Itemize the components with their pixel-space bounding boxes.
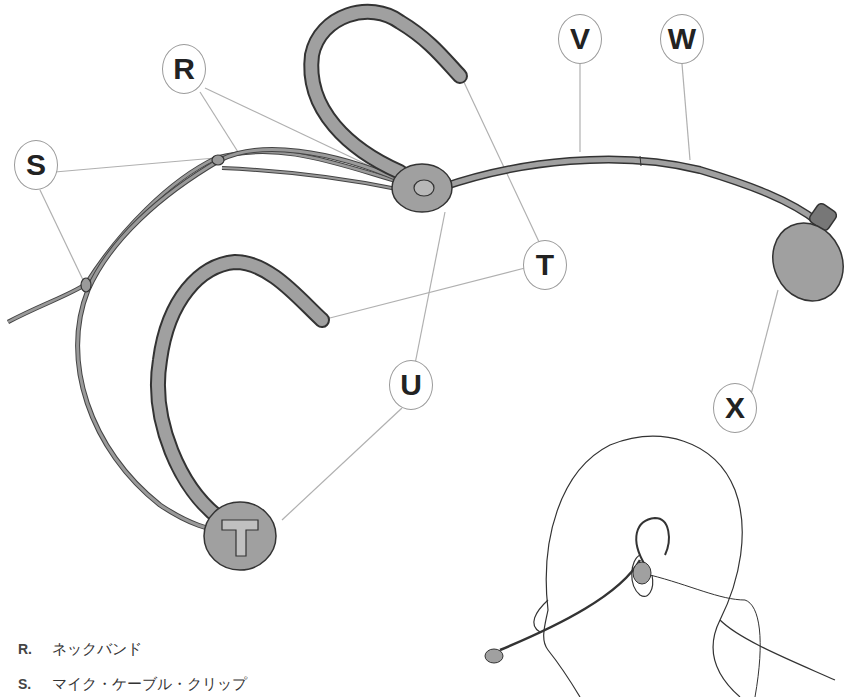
part-name: マイク・ケーブル・クリップ	[52, 675, 247, 694]
part-name: ネックバンド	[52, 640, 142, 659]
callout-letter: S	[14, 140, 58, 190]
callout-letter: X	[713, 383, 757, 433]
part-name: S.	[18, 676, 31, 692]
callout-letter: W	[660, 14, 704, 64]
neckband	[78, 150, 402, 532]
callout-letter: U	[389, 360, 433, 410]
callout-letter: R	[162, 44, 206, 94]
head-figure	[500, 436, 835, 697]
part-name: R.	[18, 641, 32, 657]
callout-letter: T	[523, 240, 567, 290]
callout-letter: V	[558, 14, 602, 64]
leader-lines	[40, 64, 778, 520]
